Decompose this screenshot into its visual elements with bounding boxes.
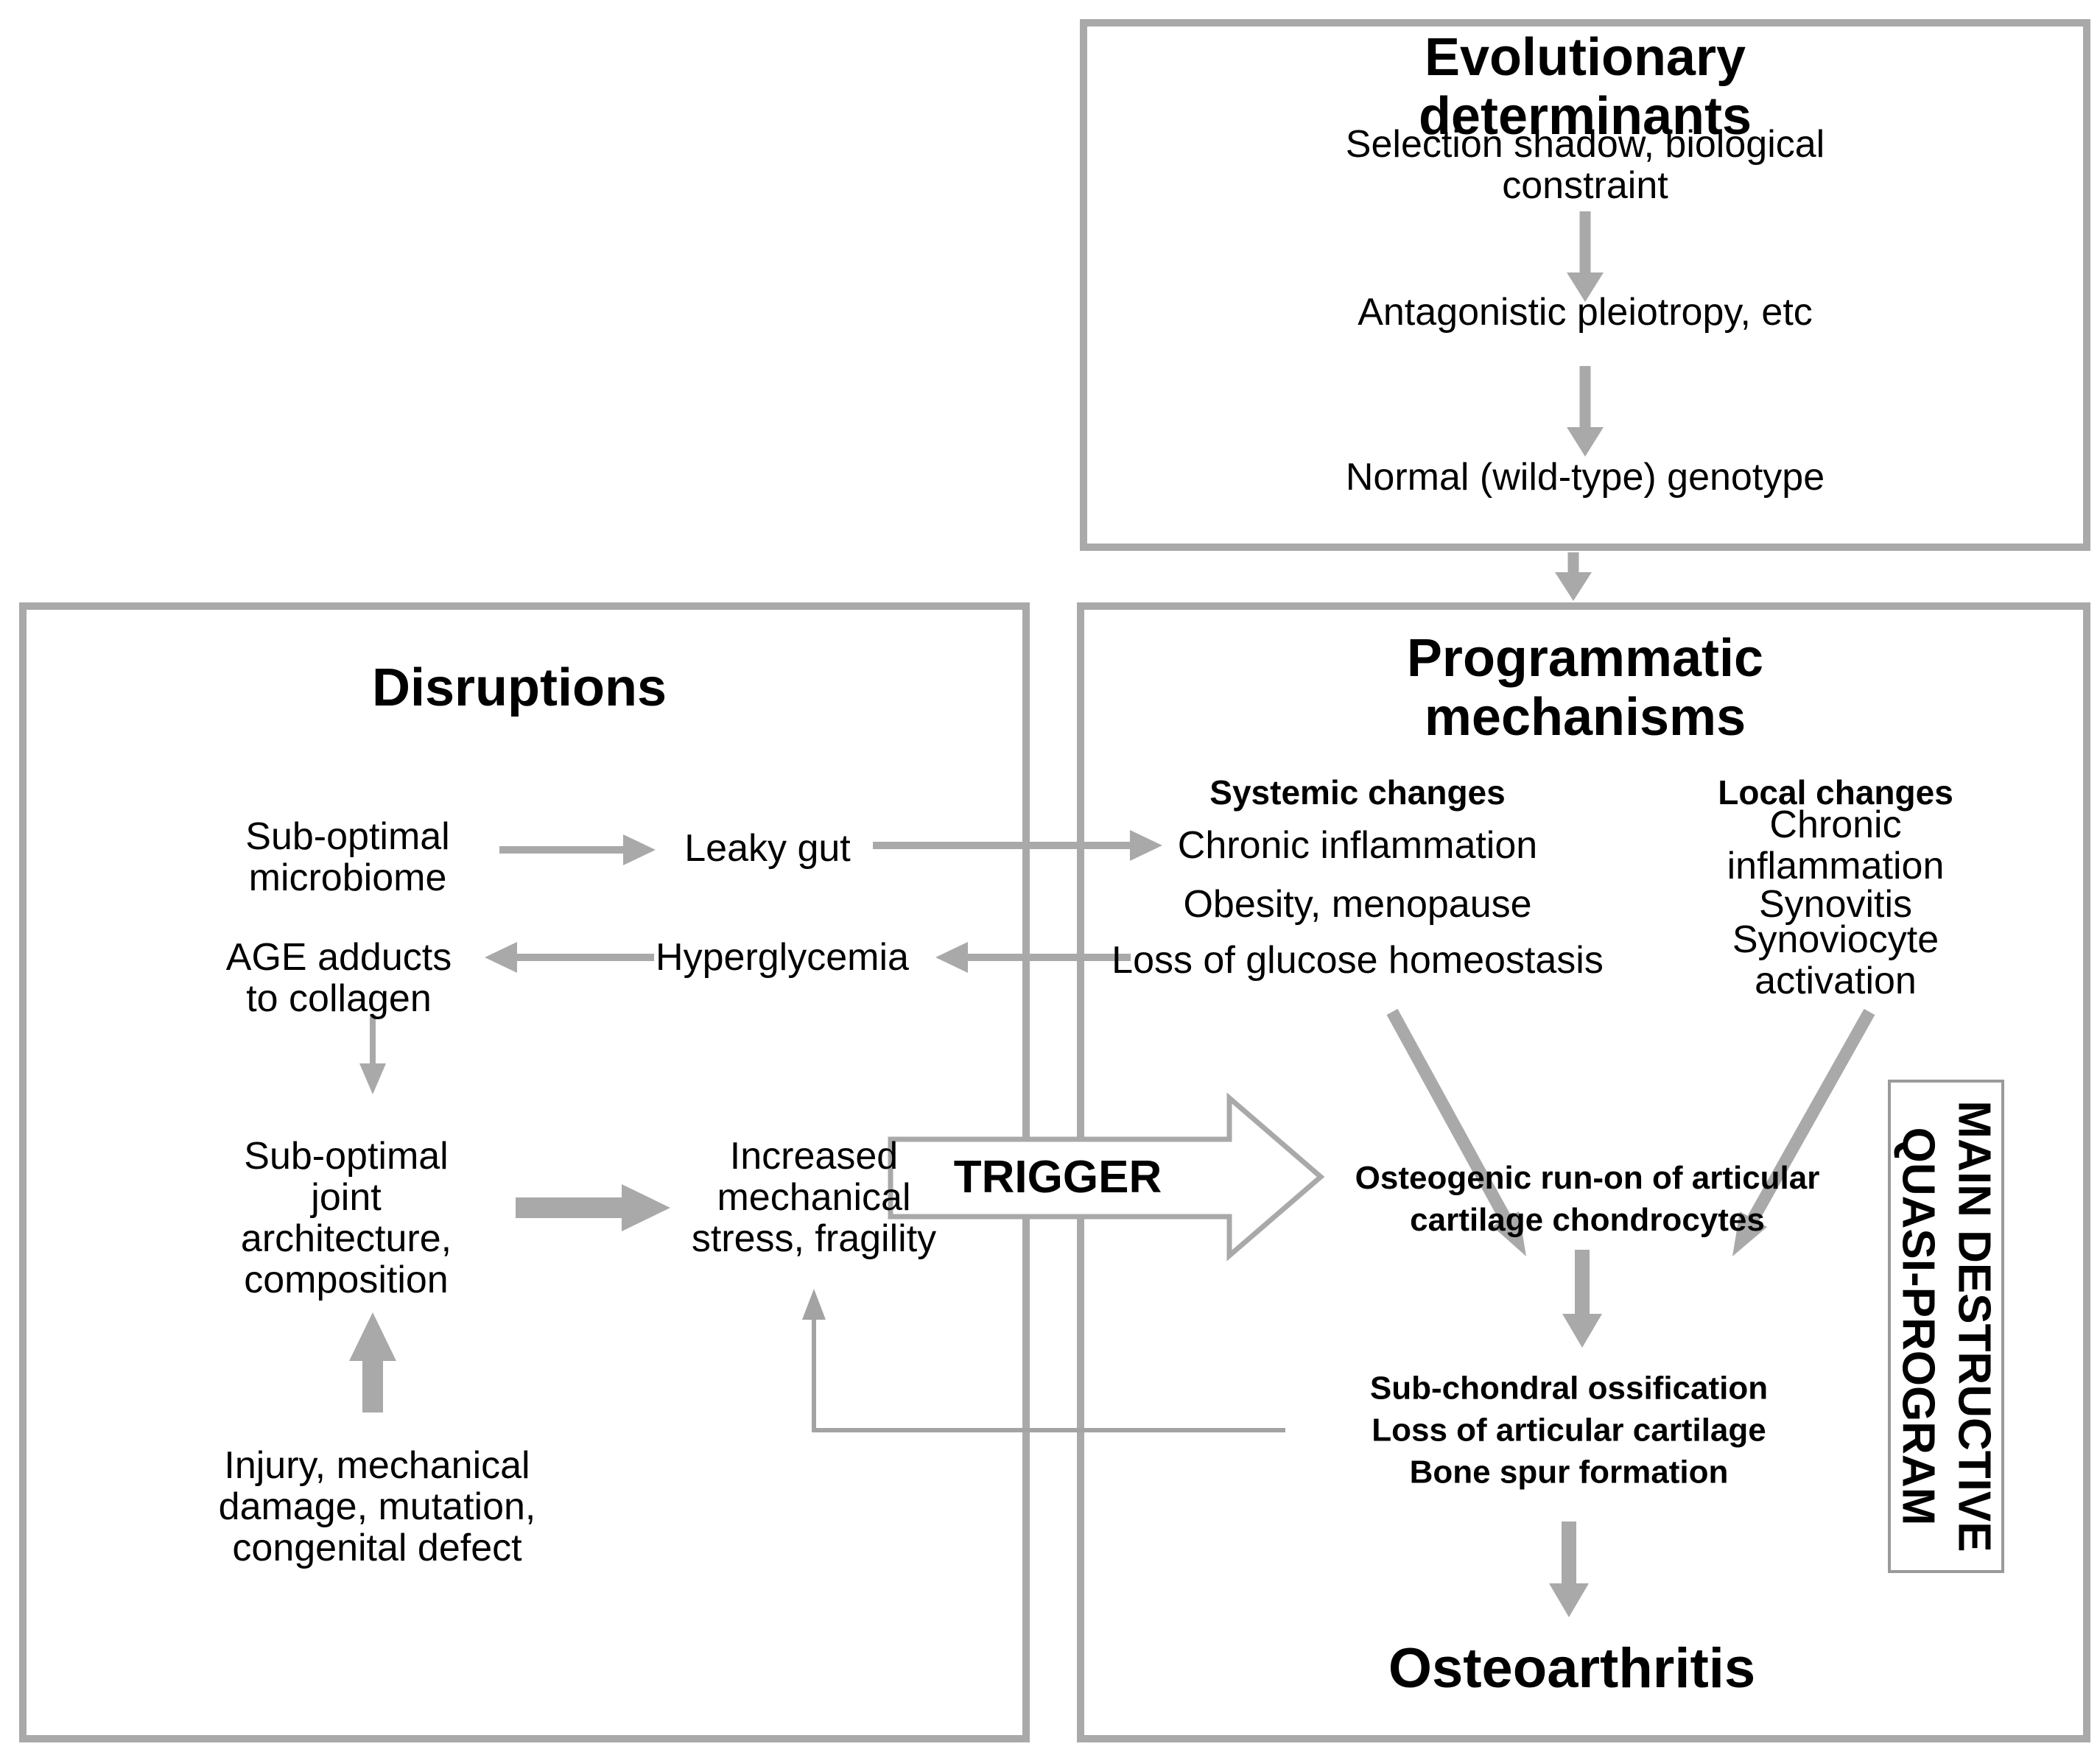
- node-local-chronic-inflammation: Chronic inflammation: [1727, 803, 1945, 887]
- node-suboptimal-microbiome: Sub-optimal microbiome: [245, 815, 450, 899]
- arrow-joint-architecture-to-mechanical-stress-icon: [516, 1184, 670, 1231]
- node-systemic-chronic-inflammation: Chronic inflammation: [1177, 824, 1538, 867]
- disruptions-title: Disruptions: [371, 658, 667, 717]
- node-age-adducts: AGE adducts to collagen: [225, 936, 452, 1020]
- node-leaky-gut: Leaky gut: [684, 827, 851, 870]
- node-glucose-homeostasis-loss: Loss of glucose homeostasis: [1112, 939, 1604, 982]
- trigger-block-arrow-icon: [888, 1092, 1325, 1262]
- arrow-osteogenic-to-subchondral-icon: [1562, 1250, 1602, 1348]
- trigger-label: TRIGGER: [953, 1152, 1162, 1203]
- node-selection-shadow: Selection shadow, biological constraint: [1345, 123, 1825, 207]
- arrow-systemic-to-osteogenic-icon: [1386, 1008, 1526, 1256]
- node-hyperglycemia: Hyperglycemia: [656, 936, 909, 979]
- node-injury-damage: Injury, mechanical damage, mutation, con…: [218, 1444, 536, 1569]
- node-osteogenic-run-on: Osteogenic run-on of articular cartilage…: [1355, 1160, 1820, 1238]
- quasi-program-box: MAIN DESTRUCTIVE QUASI-PROGRAM: [1888, 1080, 2004, 1573]
- arrow-age-adducts-to-joint-architecture-icon: [359, 1015, 386, 1094]
- node-osteoarthritis: Osteoarthritis: [1388, 1637, 1756, 1700]
- node-mechanical-stress: Increased mechanical stress, fragility: [691, 1135, 937, 1260]
- node-joint-architecture: Sub-optimal joint architecture, composit…: [240, 1135, 452, 1301]
- arrow-glucose-loss-to-hyperglycemia-icon: [935, 942, 1131, 973]
- node-subchondral-ossification: Sub-chondral ossification Loss of articu…: [1369, 1370, 1769, 1491]
- systemic-changes-header: Systemic changes: [1209, 773, 1506, 812]
- arrow-subchondral-to-osteoarthritis-icon: [1549, 1521, 1589, 1617]
- arrow-hyperglycemia-to-age-adducts-icon: [485, 942, 654, 973]
- arrow-feedback-to-mechanical-stress-icon: [802, 1289, 1285, 1432]
- node-obesity-menopause: Obesity, menopause: [1183, 883, 1532, 926]
- node-normal-genotype: Normal (wild-type) genotype: [1345, 456, 1825, 499]
- programmatic-title: Programmatic mechanisms: [1406, 629, 1764, 747]
- node-antagonistic-pleiotropy: Antagonistic pleiotropy, etc: [1358, 291, 1813, 334]
- evolutionary-determinants-box: [1080, 19, 2090, 551]
- arrow-injury-to-joint-architecture-icon: [349, 1312, 396, 1412]
- arrow-microbiome-to-leaky-gut-icon: [499, 834, 656, 865]
- node-synovitis: Synovitis: [1758, 883, 1913, 926]
- arrow-leaky-gut-to-chronic-inflammation-icon: [873, 830, 1162, 861]
- arrow-selection-to-antagonistic-icon: [1567, 211, 1604, 302]
- quasi-program-label: MAIN DESTRUCTIVE QUASI-PROGRAM: [1893, 1100, 2001, 1552]
- arrow-evolutionary-to-programmatic-icon: [1555, 552, 1592, 601]
- local-changes-header: Local changes: [1718, 773, 1953, 812]
- arrow-local-to-osteogenic-icon: [1732, 1008, 1875, 1256]
- arrow-antagonistic-to-genotype-icon: [1567, 366, 1604, 457]
- node-synoviocyte-activation: Synoviocyte activation: [1732, 918, 1939, 1002]
- evolutionary-title: Evolutionary determinants: [1418, 28, 1752, 146]
